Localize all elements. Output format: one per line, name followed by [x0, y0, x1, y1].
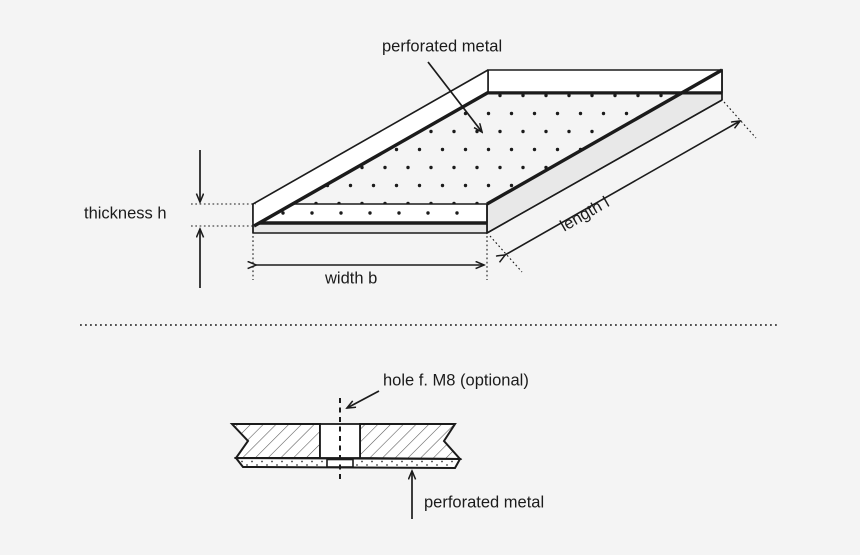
left-rail-face [253, 70, 488, 226]
left-rail-outer-edge [252, 69, 489, 205]
length-arrow-line [505, 121, 740, 255]
front-face-perforations [281, 211, 459, 215]
label-thickness: thickness h [84, 204, 167, 222]
callout-leader-line [427, 61, 482, 132]
dimension-thickness: thickness h [84, 150, 256, 288]
cross-section-view [229, 398, 463, 482]
left-rail-inner-edge [253, 90, 490, 228]
label-hole: hole f. M8 (optional) [383, 371, 529, 389]
callout-perforated-metal-bottom: perforated metal [412, 471, 544, 519]
hole-leader-line [347, 390, 380, 408]
section-body-right [359, 423, 463, 461]
callout-perforated-metal-top: perforated metal [382, 37, 502, 132]
front-face-lower [252, 223, 488, 234]
label-width: width b [324, 269, 377, 287]
top-perforated-face [253, 70, 722, 204]
length-ext-far [723, 101, 757, 139]
label-perforated-metal-bottom: perforated metal [424, 493, 544, 511]
length-ext-near [489, 235, 523, 273]
callout-hole: hole f. M8 (optional) [347, 371, 529, 408]
label-perforated-metal-top: perforated metal [382, 37, 502, 55]
dimension-width: width b [253, 236, 488, 287]
